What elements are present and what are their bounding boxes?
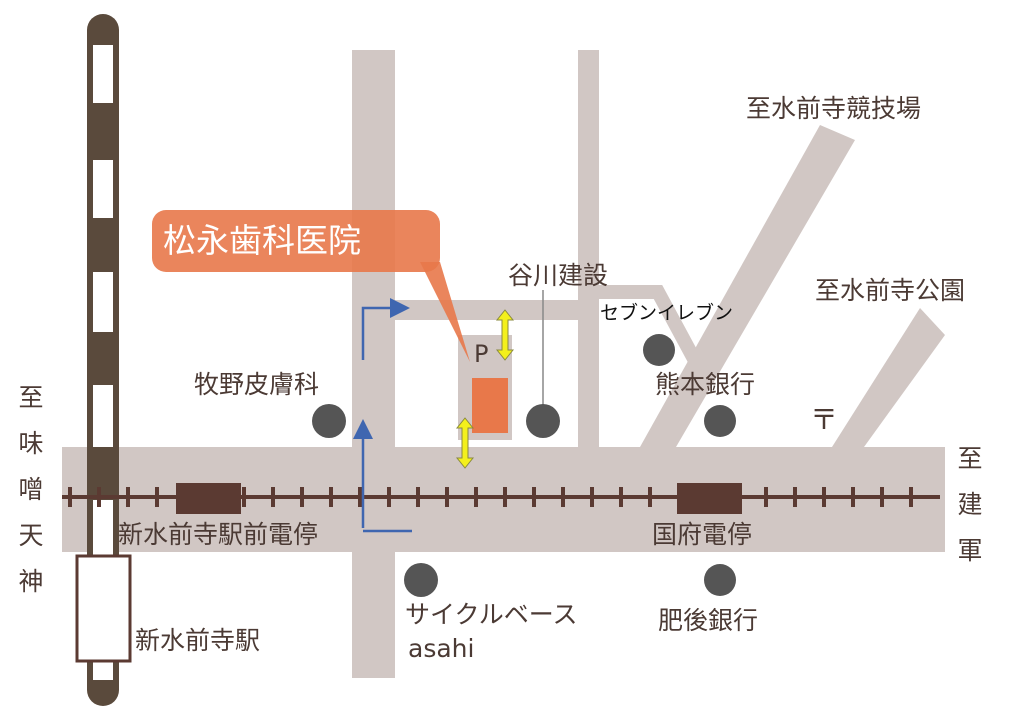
road-diagonal-park (832, 308, 945, 447)
label-seven-eleven: セブンイレブン (600, 302, 734, 324)
dot-makino (312, 404, 346, 438)
label-tram-stop-kokufu: 国府電停 (652, 520, 753, 549)
clinic-building (472, 378, 508, 433)
direction-stadium: 至水前寺競技場 (746, 94, 922, 123)
dot-tanigawa (526, 404, 560, 438)
parking-entrance-arrows (455, 309, 515, 469)
road-small-horizontal (395, 300, 578, 320)
parking-label: P (474, 340, 489, 368)
dot-seven-eleven (643, 334, 675, 366)
label-cycle-base-asahi: asahi (408, 634, 475, 663)
clinic-callout (152, 210, 470, 362)
direction-left: 至味噌天神 (18, 383, 44, 596)
direction-park: 至水前寺公園 (815, 276, 966, 305)
tram-stop-shinsuizenji (176, 483, 241, 514)
label-higo-bank: 肥後銀行 (658, 606, 759, 635)
post-office-icon: 〒 (810, 403, 839, 436)
label-cycle-base: サイクルベース (405, 600, 578, 629)
label-tanigawa: 谷川建設 (508, 261, 609, 290)
label-jr-station: 新水前寺駅 (135, 626, 261, 655)
dot-cycle-base (404, 563, 438, 597)
route-arrows (353, 298, 412, 533)
label-tram-stop-shinsuizenji: 新水前寺駅前電停 (118, 520, 319, 549)
road-vertical-left (352, 50, 395, 678)
direction-right: 至建軍 (957, 444, 983, 565)
jr-station-box (75, 554, 132, 663)
jr-railway (75, 14, 132, 706)
label-makino: 牧野皮膚科 (194, 370, 320, 399)
dot-higo-bank (704, 564, 736, 596)
roads (62, 50, 945, 678)
dot-kumamoto-bank (704, 405, 736, 437)
landmark-dots (312, 334, 736, 597)
road-vertical-right (578, 50, 599, 447)
clinic-name: 松永歯科医院 (163, 221, 361, 260)
label-kumamoto-bank: 熊本銀行 (655, 370, 756, 399)
road-seven-eleven (599, 285, 707, 374)
tram-stop-kokufu (677, 483, 742, 514)
